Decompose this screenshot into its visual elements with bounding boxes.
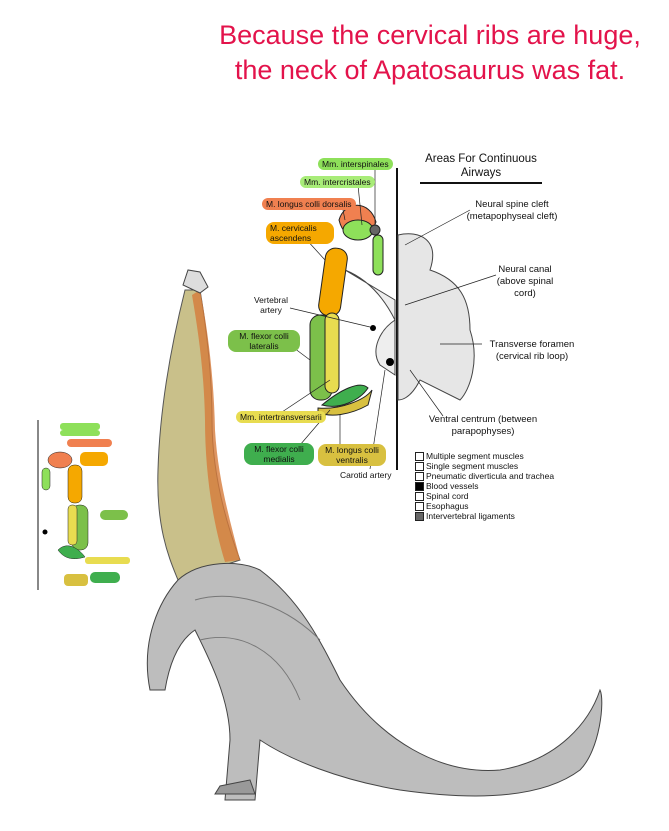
legend-item: Spinal cord <box>415 491 554 501</box>
label-m-cervicalis-ascendens: M. cervicalis ascendens <box>266 222 334 244</box>
legend-label: Pneumatic diverticula and trachea <box>426 471 555 481</box>
label-carotid-artery: Carotid artery <box>340 470 392 480</box>
legend-swatch <box>415 451 424 461</box>
legend-swatch <box>415 491 424 501</box>
label-mm-intercristales: Mm. intercristales <box>300 176 375 188</box>
legend-label: Single segment muscles <box>426 461 519 471</box>
label-vertebral-artery: Vertebral artery <box>253 295 289 315</box>
apatosaurus-illustration <box>146 269 603 801</box>
label-mm-interspinales: Mm. interspinales <box>318 158 393 170</box>
headline: Because the cervical ribs are huge, the … <box>219 20 641 85</box>
label-transverse-foramen: Transverse foramen (cervical rib loop) <box>489 339 575 362</box>
label-m-flexor-colli-lateralis: M. flexor colli lateralis <box>228 330 300 352</box>
legend-item: Single segment muscles <box>415 461 554 471</box>
legend-label: Spinal cord <box>426 491 469 501</box>
airways-title: Areas For Continuous Airways <box>420 152 542 184</box>
legend-item: Esophagus <box>415 501 554 511</box>
legend-label: Blood vessels <box>426 481 479 491</box>
legend-item: Blood vessels <box>415 481 554 491</box>
label-neural-spine-cleft: Neural spine cleft (metapophyseal cleft) <box>466 199 558 222</box>
vertebra-cross-section <box>281 168 497 470</box>
legend-label: Intervertebral ligaments <box>426 511 515 521</box>
label-neural-canal: Neural canal (above spinal cord) <box>496 264 554 299</box>
legend: Multiple segment muscles Single segment … <box>415 451 554 521</box>
label-m-longus-colli-ventralis: M. longus colli ventralis <box>318 444 386 466</box>
legend-swatch <box>415 511 424 521</box>
label-m-longus-colli-dorsalis: M. longus colli dorsalis <box>262 198 356 210</box>
legend-item: Pneumatic diverticula and trachea <box>415 471 554 481</box>
label-ventral-centrum: Ventral centrum (between parapophyses) <box>428 414 538 437</box>
legend-swatch <box>415 471 424 481</box>
mirrored-thumbnail-diagram <box>30 420 150 590</box>
legend-swatch <box>415 501 424 511</box>
label-m-flexor-colli-medialis: M. flexor colli medialis <box>244 443 314 465</box>
legend-label: Multiple segment muscles <box>426 451 524 461</box>
legend-swatch <box>415 461 424 471</box>
legend-label: Esophagus <box>426 501 469 511</box>
legend-swatch <box>415 481 424 491</box>
legend-item: Multiple segment muscles <box>415 451 554 461</box>
label-mm-intertransversarii: Mm. intertransversarii <box>236 411 326 423</box>
legend-item: Intervertebral ligaments <box>415 511 554 521</box>
